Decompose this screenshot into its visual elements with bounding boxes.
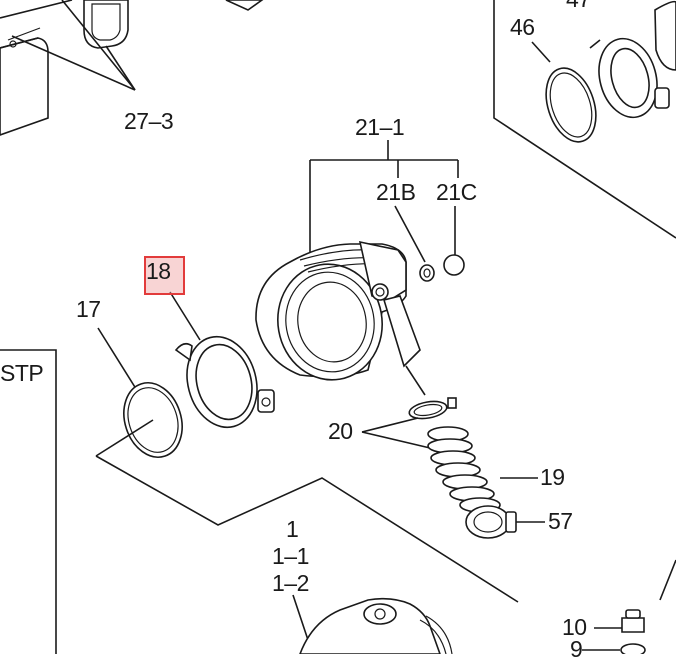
clamp-18 (169, 291, 275, 429)
highlight-box-18 (144, 256, 185, 295)
housing-21-1 (255, 240, 465, 396)
callout-1-2[interactable]: 1–2 (272, 570, 309, 596)
callout-20[interactable]: 20 (328, 418, 353, 444)
callout-10[interactable]: 10 (562, 614, 587, 640)
callout-9[interactable]: 9 (570, 636, 583, 662)
callout-21-1[interactable]: 21–1 (355, 114, 405, 140)
callout-27-3[interactable]: 27–3 (124, 108, 174, 134)
callout-57[interactable]: 57 (548, 508, 573, 534)
callout-21b[interactable]: 21B (376, 179, 416, 205)
hose-assembly (361, 397, 545, 539)
callout-17[interactable]: 17 (76, 296, 101, 322)
bracket-21-1 (309, 140, 459, 263)
stp-label: STP (0, 360, 44, 386)
leader-outline (95, 455, 519, 603)
callout-1[interactable]: 1 (286, 516, 299, 542)
callout-47[interactable]: 47 (566, 0, 591, 11)
plug-10-9 (582, 559, 676, 654)
callout-1-1[interactable]: 1–1 (272, 543, 309, 569)
clamp-box-46-47 (493, 0, 676, 239)
callout-46[interactable]: 46 (510, 14, 535, 40)
callout-18[interactable]: 18 (146, 258, 171, 284)
stp-box (0, 349, 57, 654)
callout-21c[interactable]: 21C (436, 179, 477, 205)
cover-assembly-27-3 (0, 0, 264, 136)
pump-body-1 (292, 594, 453, 654)
oring-17 (95, 327, 183, 458)
callout-19[interactable]: 19 (540, 464, 565, 490)
